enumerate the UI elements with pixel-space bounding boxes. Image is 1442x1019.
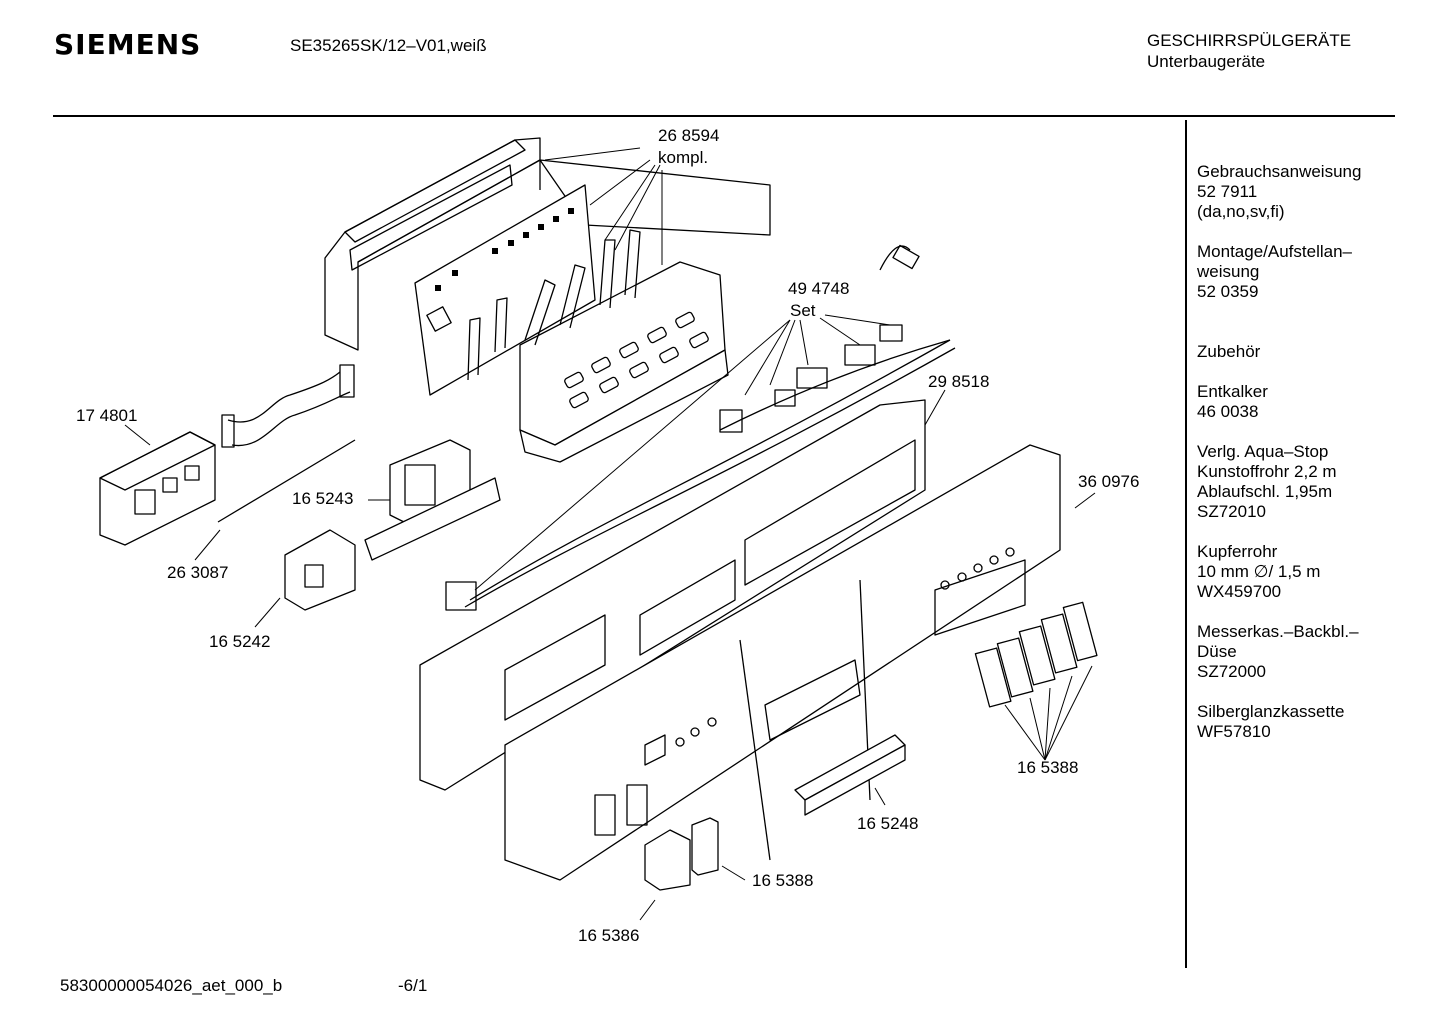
label-174801: 17 4801	[76, 406, 138, 425]
label-494748: 49 4748	[788, 279, 850, 298]
front-fascia-part	[504, 444, 1061, 881]
category-title: GESCHIRRSPÜLGERÄTE	[1147, 31, 1352, 50]
accessory-line: 10 mm ∅/ 1,5 m	[1197, 562, 1321, 581]
buttons-group-right	[974, 601, 1098, 708]
accessory-line: weisung	[1197, 262, 1260, 281]
brand-logo: SIEMENS	[54, 28, 202, 61]
accessory-line: Gebrauchsanweisung	[1197, 162, 1362, 181]
accessory-line: 52 7911	[1197, 182, 1258, 201]
module-16-5242	[284, 529, 356, 611]
accessory-line: WX459700	[1197, 582, 1282, 601]
label-165242: 16 5242	[209, 632, 271, 651]
label-268594-note: kompl.	[658, 148, 709, 167]
accessory-item: Montage/Aufstellan– weisung 52 0359	[1197, 242, 1427, 302]
sidebar-divider	[1185, 120, 1187, 968]
accessory-line: Kupferrohr	[1197, 542, 1278, 561]
leader-lines	[124, 147, 1096, 921]
accessory-line: 52 0359	[1197, 282, 1259, 301]
accessory-line: Zubehör	[1197, 342, 1261, 361]
label-165388-bottom: 16 5388	[752, 871, 814, 890]
footer-page-number: -6/1	[398, 976, 428, 995]
accessory-line: 46 0038	[1197, 402, 1259, 421]
category-subtitle: Unterbaugeräte	[1147, 52, 1266, 71]
accessory-line: Entkalker	[1197, 382, 1268, 401]
label-298518: 29 8518	[928, 372, 990, 391]
footer-document-id: 58300000054026_aet_000_b	[60, 976, 283, 995]
accessory-item: Messerkas.–Backbl.– Düse SZ72000	[1197, 622, 1427, 682]
inner-panel-part	[419, 399, 926, 791]
accessory-line: Kunstoffrohr 2,2 m	[1197, 462, 1337, 481]
label-165386: 16 5386	[578, 926, 640, 945]
accessory-item: Gebrauchsanweisung 52 7911 (da,no,sv,fi)	[1197, 162, 1427, 222]
accessory-line: (da,no,sv,fi)	[1197, 202, 1285, 221]
ribbon-cable-part	[221, 364, 355, 448]
accessory-line: Messerkas.–Backbl.–	[1197, 622, 1359, 641]
label-360976: 36 0976	[1078, 472, 1140, 491]
accessory-item: Entkalker 46 0038	[1197, 382, 1427, 422]
module-16-5243	[364, 439, 501, 561]
accessory-line: SZ72000	[1197, 662, 1266, 681]
accessory-line: Düse	[1197, 642, 1237, 661]
accessory-line: SZ72010	[1197, 502, 1266, 521]
label-165243: 16 5243	[292, 489, 354, 508]
label-165388-right: 16 5388	[1017, 758, 1079, 777]
accessory-line: Montage/Aufstellan–	[1197, 242, 1352, 261]
switch-carrier-part	[467, 229, 729, 463]
header-divider	[53, 115, 1395, 117]
accessory-line: WF57810	[1197, 722, 1271, 741]
exploded-parts-diagram	[99, 137, 1098, 921]
label-165248: 16 5248	[857, 814, 919, 833]
category: GESCHIRRSPÜLGERÄTE Unterbaugeräte	[1147, 30, 1351, 72]
label-263087: 26 3087	[167, 563, 229, 582]
accessory-line: Silberglanzkassette	[1197, 702, 1345, 721]
buttons-group-bottom	[644, 817, 719, 891]
label-268594: 26 8594	[658, 126, 720, 145]
accessory-line: Verlg. Aqua–Stop	[1197, 442, 1329, 461]
accessories-list: Gebrauchsanweisung 52 7911 (da,no,sv,fi)…	[1197, 162, 1427, 742]
model-number: SE35265SK/12–V01,weiß	[290, 36, 487, 55]
accessory-item: Silberglanzkassette WF57810	[1197, 702, 1427, 742]
circuit-board-part	[414, 184, 596, 396]
display-module-part	[99, 431, 216, 546]
label-494748-note: Set	[790, 301, 816, 320]
accessory-item: Verlg. Aqua–Stop Kunstoffrohr 2,2 m Abla…	[1197, 442, 1427, 522]
wiring-harness-part	[445, 244, 956, 611]
accessory-item: Zubehör	[1197, 342, 1427, 362]
wire-part	[217, 439, 356, 523]
strip-part	[794, 734, 906, 816]
accessory-item: Kupferrohr 10 mm ∅/ 1,5 m WX459700	[1197, 542, 1427, 602]
accessory-line: Ablaufschl. 1,95m	[1197, 482, 1333, 501]
